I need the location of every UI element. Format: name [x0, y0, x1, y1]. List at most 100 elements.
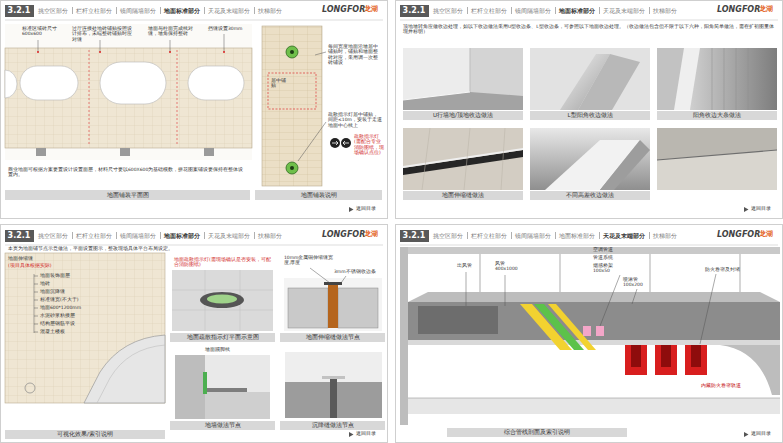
- caption-bar: 地面伸缩缝做法节点: [280, 333, 385, 342]
- edge-photos: [657, 150, 777, 160]
- caption-bar: L型阳角收边做法: [530, 111, 650, 120]
- floor-plan: [37, 51, 39, 53]
- services-section: [740, 254, 741, 292]
- services-section: [400, 247, 780, 425]
- logo-text: LONGFOR: [717, 5, 760, 15]
- callout-label: 地面疏散指示灯(需现场确认是否安装，可配合消防图纸): [174, 257, 272, 268]
- callout-label: 顶地墙转角应做收边处理，如以下收边做法采用U型收边条、L型收边条，可参照以下地面…: [403, 24, 775, 35]
- floor-plan: [5, 24, 252, 160]
- node-drawings: [172, 268, 382, 419]
- slide-frame: [5, 20, 383, 21]
- slide-frame: [1, 225, 388, 443]
- services-section: [650, 254, 651, 292]
- edge-photos: [422, 128, 505, 190]
- floor-plan: [5, 70, 17, 98]
- floor-plan: [223, 51, 225, 53]
- services-section: [408, 398, 780, 414]
- node-drawings: [205, 392, 270, 419]
- edge-photos: [600, 140, 650, 190]
- caption-text: 阳角收边大条做法: [693, 111, 741, 120]
- edge-photos: [403, 92, 470, 100]
- edge-photos: [470, 48, 471, 92]
- slide-frame: [400, 245, 778, 246]
- slide-frame: [396, 225, 783, 443]
- callout-label: 地面装饰面层: [40, 273, 70, 278]
- tile-strip: [290, 50, 294, 54]
- services-section: [418, 306, 498, 334]
- node-drawings: [200, 292, 244, 308]
- callout-label: 防火卷帘及封堵: [705, 267, 740, 272]
- edge-photos: [403, 92, 523, 110]
- node-drawings: [284, 278, 382, 331]
- caption-text: 不同高差收边做法: [566, 191, 614, 200]
- logo-text: LONGFOR: [322, 230, 365, 240]
- plan-visual: [34, 308, 38, 309]
- services-section: [685, 345, 707, 375]
- breadcrumb-item: 挑空区部分: [38, 7, 72, 14]
- caption-bar: 综合管线剖面及索引说明: [447, 428, 627, 437]
- floor-plan: [37, 51, 225, 53]
- slide-frame: [396, 1, 783, 219]
- services-section: [700, 274, 716, 344]
- callout-label: 喷淋管 100x200: [623, 277, 649, 288]
- callout-label: 墙面与柱面完成线对缝，墙角保持整砖: [148, 26, 196, 37]
- services-section: [600, 275, 620, 326]
- node-drawings: [288, 288, 328, 328]
- plan-visual: [5, 253, 165, 403]
- caption-bar: 地面铺装平面图: [5, 190, 250, 200]
- node-drawings: [207, 388, 247, 392]
- caption-text: 可视化效果/索引说明: [57, 430, 113, 439]
- services-section: [480, 254, 481, 292]
- floor-plan: [100, 62, 166, 104]
- services-section: [583, 326, 591, 336]
- floor-plan: [204, 148, 214, 156]
- caption-text: 地面铺装说明: [301, 190, 337, 200]
- breadcrumb-bar: 挑空区部分栏杆立柱部分镜间隔墙部分地面标准部分天花及末端部分扶梯部分: [38, 7, 286, 15]
- services-section: [632, 289, 637, 304]
- callout-label: 地面600*1200mm: [40, 305, 81, 310]
- edge-photos: [403, 48, 523, 110]
- callout-label: 每间宽度地面沿墙居中铺贴时，铺贴和墙面整砖对应，采用调一次整砖铺设: [328, 44, 380, 66]
- node-drawings: [310, 268, 330, 283]
- back-icon: [744, 432, 749, 437]
- node-drawings: [328, 284, 338, 328]
- floor-plan: [100, 40, 101, 52]
- services-section: [625, 345, 647, 375]
- section-tag: 3.2.1: [5, 5, 34, 17]
- plan-visual: [34, 292, 38, 293]
- section-number: 3.2.1: [403, 5, 426, 17]
- services-section: [596, 326, 604, 336]
- services-section: [480, 254, 740, 292]
- logo-text: 龙湖: [364, 6, 378, 14]
- plan-visual: [34, 324, 38, 325]
- tile-strip: [332, 141, 349, 145]
- edge-photos: [578, 54, 640, 110]
- breadcrumb-item: 镜间隔墙部分: [116, 232, 160, 239]
- edge-photos: [530, 128, 650, 190]
- breadcrumb-bar: 挑空区部分栏杆立柱部分镜间隔墙部分地面标准部分天花及末端部分扶梯部分: [38, 232, 286, 240]
- logo-text: 龙湖: [759, 231, 773, 239]
- edge-photos: [657, 48, 777, 110]
- slide-frame: [1, 1, 388, 219]
- plan-visual: [34, 316, 38, 317]
- section-tag: 3.2.1: [5, 230, 34, 242]
- callout-label: 疏散指示灯居中铺贴，间距≤10m，安装于走道地面中心线上: [328, 112, 382, 128]
- section-tag: 3.2.1: [400, 230, 429, 242]
- floor-plan: [224, 34, 225, 52]
- callout-label: 挡缝设置30mm: [208, 26, 244, 31]
- callout-label: 过厅连接处地砖铺贴按照设计排布，未端整砖铺贴时应对缝: [72, 26, 134, 42]
- tile-strip: [286, 162, 298, 174]
- section-number: 3.2.1: [8, 5, 31, 17]
- callout-label: 3mm不锈钢收边条: [334, 269, 384, 274]
- breadcrumb-item: 天花及末端部分: [204, 7, 254, 14]
- services-section: [408, 292, 780, 302]
- caption-bar: 地墙做法节点: [170, 421, 275, 430]
- floor-plan: [120, 148, 130, 156]
- section-tag: 3.2.1: [400, 5, 429, 17]
- floor-plan: [5, 48, 252, 148]
- node-drawings: [207, 295, 237, 304]
- logo-text: 龙湖: [364, 231, 378, 239]
- breadcrumb-bar: 挑空区部分栏杆立柱部分镜间隔墙部分地面标准部分天花及末端部分扶梯部分: [433, 7, 681, 15]
